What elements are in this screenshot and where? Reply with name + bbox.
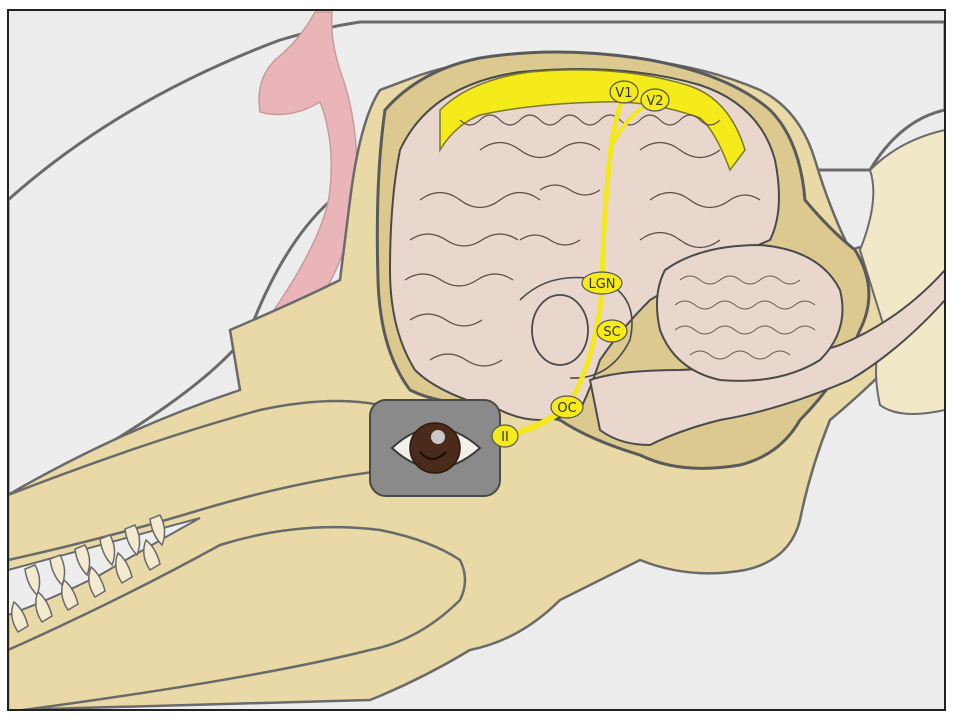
label-sc-text: SC — [603, 325, 620, 340]
blowhole-passage — [258, 11, 358, 332]
cerebral-hemisphere — [388, 67, 780, 421]
label-v2-text: V2 — [646, 94, 663, 109]
frame-border — [7, 9, 946, 711]
label-oc-text: OC — [557, 401, 576, 416]
lower-teeth — [11, 538, 161, 634]
label-lgn-text: LGN — [588, 277, 615, 292]
cortical-folds — [404, 114, 761, 367]
eye-icon — [369, 399, 501, 497]
optic-tract — [564, 280, 605, 410]
visual-cortex — [439, 69, 746, 172]
label-oc: OC — [550, 395, 584, 419]
upper-teeth — [24, 514, 166, 597]
lower-jaw — [8, 525, 467, 710]
label-sc: SC — [596, 319, 628, 343]
pupil-highlight — [431, 430, 445, 444]
cerebellar-folia — [674, 275, 816, 360]
pupil-reflection — [419, 451, 447, 460]
corpus-callosum-arc — [519, 276, 633, 379]
thalamus — [531, 294, 589, 366]
label-ii: II — [491, 424, 519, 448]
label-v2: V2 — [640, 88, 670, 112]
cerebellum — [655, 243, 844, 382]
label-lgn: LGN — [581, 271, 623, 295]
label-v1: V1 — [609, 80, 639, 104]
label-ii-text: II — [501, 430, 509, 445]
iris — [409, 422, 461, 474]
label-v1-text: V1 — [615, 86, 632, 101]
